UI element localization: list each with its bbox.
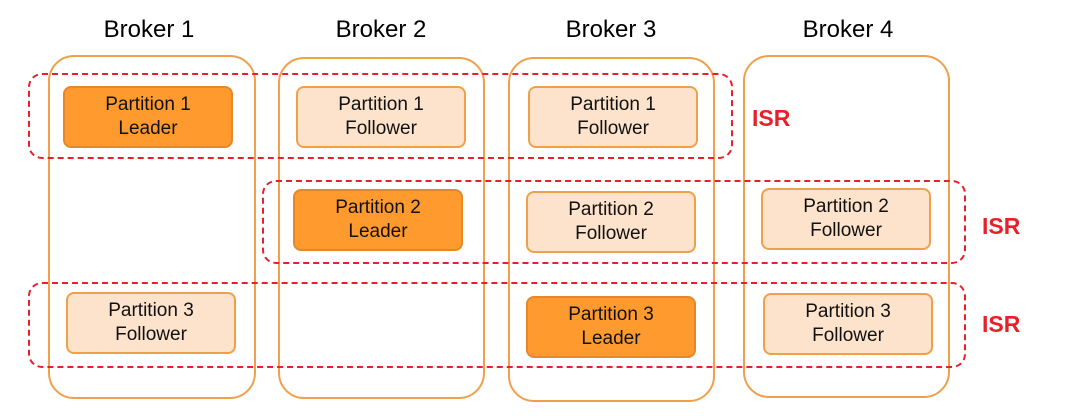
partition-role: Follower	[345, 118, 417, 139]
partition-name: Partition 1	[570, 94, 656, 115]
partition-name: Partition 3	[568, 304, 654, 325]
partition-role: Leader	[581, 328, 641, 349]
partition-role: Leader	[348, 221, 408, 242]
partition-name: Partition 3	[108, 300, 194, 321]
isr-group-partition-1	[28, 73, 733, 159]
partition-role: Follower	[577, 118, 649, 139]
broker-3-column	[508, 57, 715, 402]
isr-label-partition-3: ISR	[982, 311, 1021, 337]
partition-2-leader-broker-2: Partition 2 Leader	[293, 189, 463, 251]
partition-role: Follower	[575, 223, 647, 244]
broker-3-title: Broker 3	[565, 16, 657, 43]
partition-name: Partition 2	[335, 197, 421, 218]
partition-3-follower-broker-4: Partition 3 Follower	[763, 293, 933, 355]
partition-1-follower-broker-3: Partition 1 Follower	[528, 86, 698, 148]
broker-1-column	[48, 55, 256, 399]
partition-2-follower-broker-4: Partition 2 Follower	[761, 188, 931, 250]
partition-name: Partition 1	[338, 94, 424, 115]
partition-1-leader-broker-1: Partition 1 Leader	[63, 86, 233, 148]
partition-name: Partition 2	[568, 199, 654, 220]
isr-group-partition-3	[28, 282, 966, 368]
partition-name: Partition 2	[803, 196, 889, 217]
partition-role: Follower	[115, 324, 187, 345]
partition-role: Follower	[810, 220, 882, 241]
isr-label-partition-2: ISR	[982, 213, 1021, 239]
partition-1-follower-broker-2: Partition 1 Follower	[296, 86, 466, 148]
broker-4-title: Broker 4	[802, 16, 894, 43]
partition-3-follower-broker-1: Partition 3 Follower	[66, 292, 236, 354]
partition-name: Partition 1	[105, 94, 191, 115]
broker-2-column	[278, 57, 485, 399]
partition-2-follower-broker-3: Partition 2 Follower	[526, 191, 696, 253]
isr-group-partition-2	[262, 180, 966, 264]
broker-1-title: Broker 1	[103, 16, 195, 43]
partition-3-leader-broker-3: Partition 3 Leader	[526, 296, 696, 358]
partition-role: Leader	[118, 118, 178, 139]
partition-role: Follower	[812, 325, 884, 346]
isr-label-partition-1: ISR	[752, 105, 791, 131]
partition-name: Partition 3	[805, 301, 891, 322]
broker-2-title: Broker 2	[335, 16, 427, 43]
broker-4-column	[743, 55, 950, 398]
